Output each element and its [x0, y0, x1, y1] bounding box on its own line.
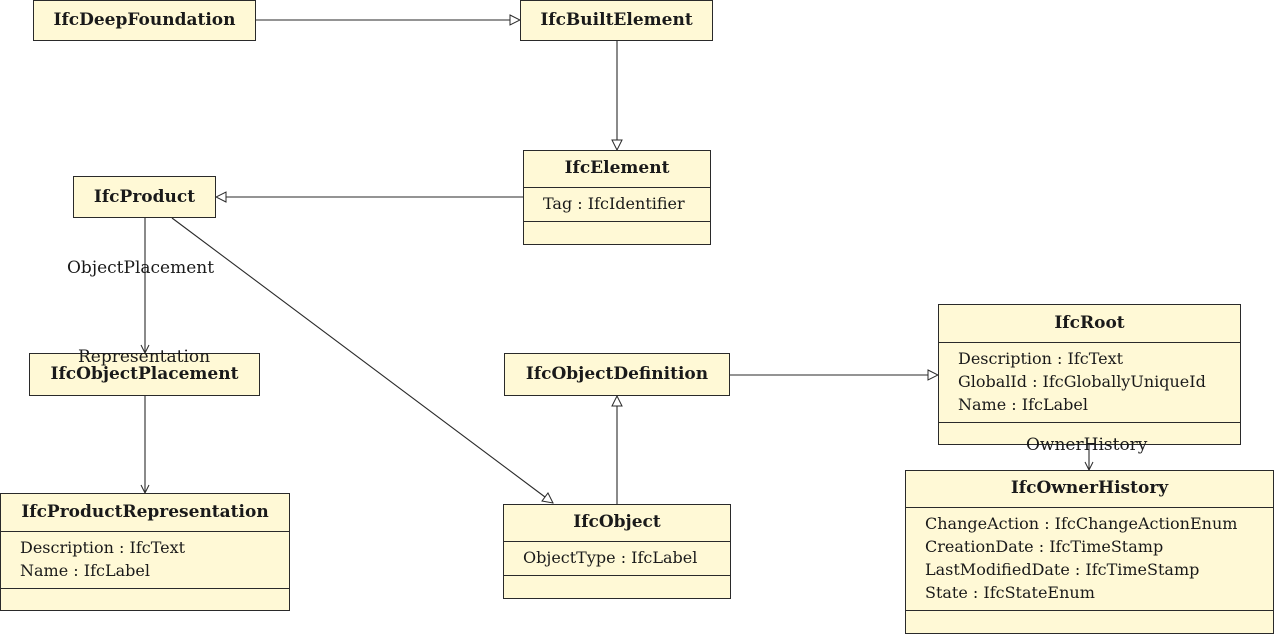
class-ifcobject: IfcObject ObjectType : IfcLabel [503, 504, 731, 599]
class-name: IfcDeepFoundation [53, 10, 236, 30]
attribute: CreationDate : IfcTimeStamp [925, 537, 1164, 556]
edge-label-objectplacement: ObjectPlacement [67, 258, 215, 278]
attribute: LastModifiedDate : IfcTimeStamp [925, 560, 1200, 579]
edge-product-to-object [171, 217, 553, 503]
attribute: Name : IfcLabel [958, 395, 1088, 414]
operations-section [524, 222, 710, 240]
edge-label-representation: Representation [78, 347, 211, 367]
class-name: IfcObjectDefinition [525, 364, 709, 384]
operations-section [504, 576, 730, 594]
attributes-section: ChangeAction : IfcChangeActionEnum Creat… [906, 508, 1273, 611]
class-name: IfcObjectPlacement [50, 364, 239, 384]
attribute: Name : IfcLabel [20, 561, 150, 580]
attribute: GlobalId : IfcGloballyUniqueId [958, 372, 1206, 391]
operations-section [1, 589, 289, 607]
attribute: Description : IfcText [20, 538, 186, 557]
edge-label-ownerhistory: OwnerHistory [1026, 435, 1148, 455]
class-ifcbuiltelement: IfcBuiltElement [520, 0, 713, 41]
class-name: IfcOwnerHistory [906, 471, 1273, 508]
attribute: ObjectType : IfcLabel [523, 548, 698, 567]
class-ifcroot: IfcRoot Description : IfcText GlobalId :… [938, 304, 1241, 445]
class-ifcproductrepresentation: IfcProductRepresentation Description : I… [0, 493, 290, 611]
attribute: ChangeAction : IfcChangeActionEnum [925, 514, 1238, 533]
operations-section [906, 611, 1273, 629]
class-ifcownerhistory: IfcOwnerHistory ChangeAction : IfcChange… [905, 470, 1274, 634]
attribute: Description : IfcText [958, 349, 1124, 368]
class-ifcproduct: IfcProduct [73, 176, 216, 218]
class-name: IfcElement [524, 151, 710, 188]
class-ifcobjectplacement: IfcObjectPlacement [29, 353, 260, 396]
class-ifcelement: IfcElement Tag : IfcIdentifier [523, 150, 711, 245]
class-name: IfcProduct [93, 187, 196, 207]
class-name: IfcObject [504, 505, 730, 542]
attributes-section: Tag : IfcIdentifier [524, 188, 710, 222]
class-name: IfcRoot [939, 305, 1240, 343]
attribute: State : IfcStateEnum [925, 583, 1095, 602]
class-name: IfcBuiltElement [540, 10, 693, 30]
attributes-section: ObjectType : IfcLabel [504, 542, 730, 576]
class-ifcobjectdefinition: IfcObjectDefinition [504, 353, 730, 396]
attribute: Tag : IfcIdentifier [543, 194, 685, 213]
attributes-section: Description : IfcText Name : IfcLabel [1, 532, 289, 589]
class-name: IfcProductRepresentation [1, 494, 289, 532]
attributes-section: Description : IfcText GlobalId : IfcGlob… [939, 343, 1240, 423]
class-ifcdeepfoundation: IfcDeepFoundation [33, 0, 256, 41]
